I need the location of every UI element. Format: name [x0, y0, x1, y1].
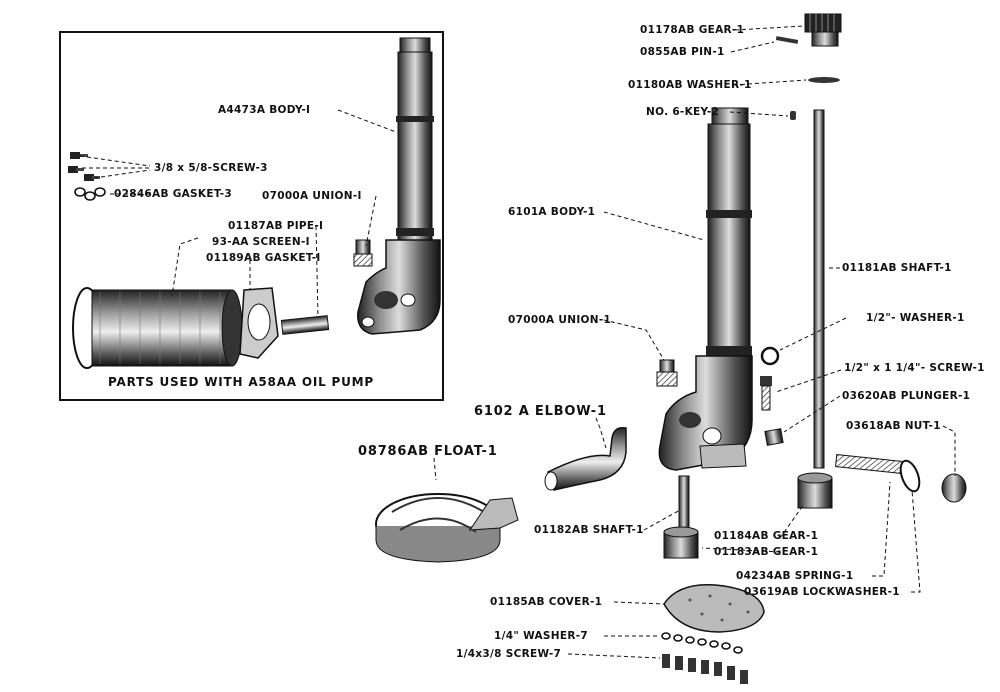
label-gear-top: 01178AB GEAR-1 — [640, 24, 745, 36]
inset-pipe — [280, 315, 330, 335]
float — [375, 493, 519, 563]
plunger — [764, 428, 784, 446]
label-screw-1-4: 1/2" x 1 1/4"- SCREW-1 — [844, 362, 985, 374]
label-gear-01183: 01183AB GEAR-1 — [714, 546, 819, 558]
label-float: 08786AB FLOAT-1 — [358, 444, 498, 459]
elbow — [544, 426, 627, 491]
key — [790, 111, 796, 120]
label-half-washer: 1/2"- WASHER-1 — [866, 312, 965, 324]
label-main-body: 6101A BODY-1 — [508, 206, 596, 218]
label-shaft-short: 01182AB SHAFT-1 — [534, 524, 644, 536]
cover — [663, 584, 765, 633]
label-inset-union: 07000A UNION-I — [262, 190, 362, 202]
label-main-union: 07000A UNION-1 — [508, 314, 612, 326]
label-inset-screw: 3/8 x 5/8-SCREW-3 — [154, 162, 268, 174]
inset-pump-body — [357, 37, 441, 335]
inset-screws — [68, 152, 100, 181]
top-washer — [808, 77, 840, 83]
long-shaft — [813, 109, 825, 469]
label-spring: 04234AB SPRING-1 — [736, 570, 854, 582]
label-key: NO. 6-KEY-2 — [646, 106, 720, 118]
label-elbow: 6102 A ELBOW-1 — [474, 404, 607, 419]
spring — [835, 454, 921, 493]
nut — [941, 473, 967, 503]
gear-01184 — [797, 472, 833, 509]
label-cover: 01185AB COVER-1 — [490, 596, 603, 608]
label-screw-7: 1/4x3/8 SCREW-7 — [456, 648, 562, 660]
label-lockwasher: 03619AB LOCKWASHER-1 — [744, 586, 900, 598]
label-pin: 0855AB PIN-1 — [640, 46, 725, 58]
washers-7 — [661, 632, 743, 654]
inset-gaskets — [74, 187, 106, 201]
label-inset-gasket3: 02846AB GASKET-3 — [114, 188, 233, 200]
gear-01183 — [663, 526, 699, 559]
label-washer-7: 1/4" WASHER-7 — [494, 630, 588, 642]
top-gear — [804, 13, 842, 47]
pin — [775, 36, 799, 44]
label-gear-01184: 01184AB GEAR-1 — [714, 530, 819, 542]
screws-7 — [662, 654, 748, 684]
label-inset-body: A4473A BODY-I — [218, 104, 311, 116]
label-nut: 03618AB NUT-1 — [846, 420, 941, 432]
inset-screen — [72, 287, 243, 369]
label-plunger: 03620AB PLUNGER-1 — [842, 390, 971, 402]
main-pump-body — [658, 107, 753, 471]
screw-1-4 — [760, 376, 772, 411]
label-shaft-long: 01181AB SHAFT-1 — [842, 262, 952, 274]
label-washer-top: 01180AB WASHER-1 — [628, 79, 752, 91]
inset-gasket-plate — [239, 287, 279, 359]
label-inset-gasket1: 01189AB GASKET-I — [206, 252, 321, 264]
inset-caption: PARTS USED WITH A58AA OIL PUMP — [108, 375, 375, 389]
short-shaft — [678, 475, 690, 535]
main-union — [656, 359, 678, 387]
inset-frame — [59, 31, 444, 401]
label-inset-pipe: 01187AB PIPE-I — [228, 220, 324, 232]
label-inset-screen: 93-AA SCREEN-I — [212, 236, 310, 248]
half-washer — [760, 346, 780, 366]
inset-union — [353, 239, 373, 267]
